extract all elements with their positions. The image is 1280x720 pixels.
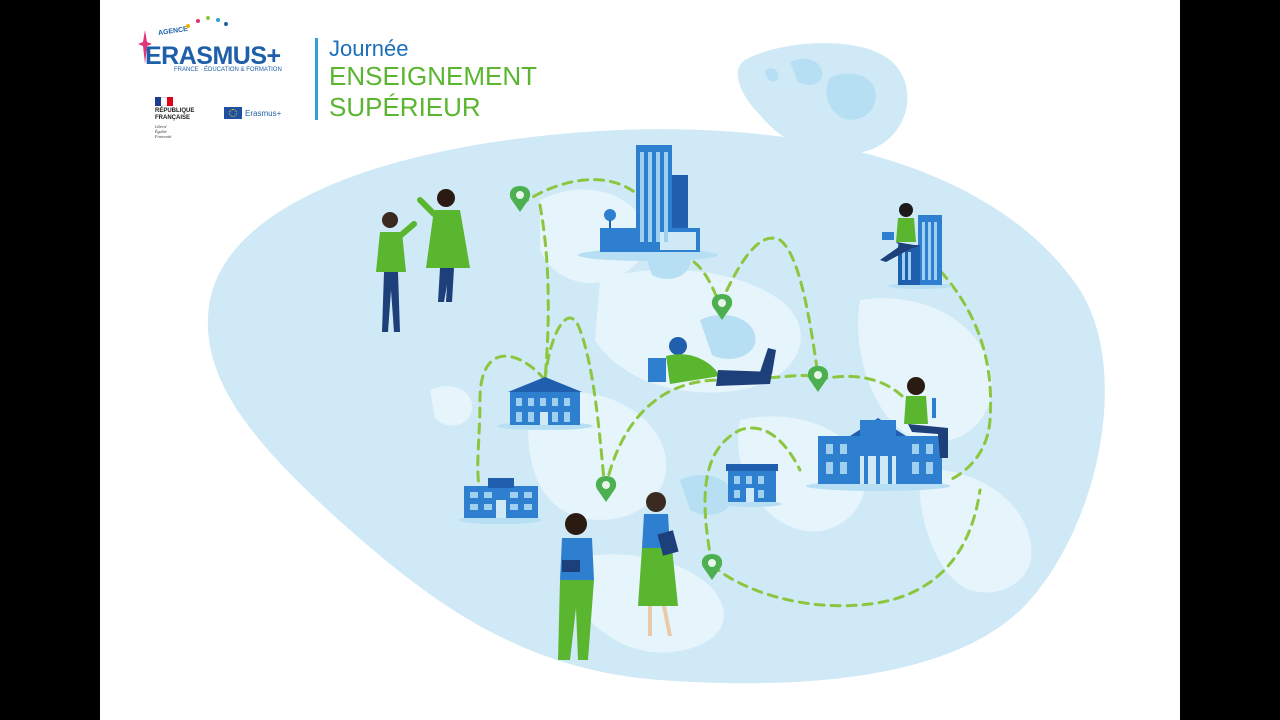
title-divider — [315, 38, 318, 120]
eu-erasmus-logo: Erasmus+ — [224, 107, 281, 119]
people — [376, 189, 948, 660]
tower-building — [578, 145, 718, 261]
small-building-center — [722, 464, 782, 507]
office-building-bottom-left — [458, 478, 542, 524]
small-globe-blob — [737, 43, 908, 155]
person-lying-reading — [648, 337, 776, 386]
person-man-looking — [376, 212, 417, 332]
title-journee: Journée — [329, 36, 409, 61]
erasmus-subline: FRANCE · ÉDUCATION & FORMATION — [174, 67, 282, 73]
buildings — [458, 145, 952, 524]
person-woman-pointing — [417, 189, 470, 302]
erasmus-star-icon — [138, 30, 152, 64]
classical-building-left — [497, 377, 593, 430]
palace-building-right — [806, 418, 950, 491]
person-sitting-laptop-right — [904, 377, 948, 458]
small-globe-land — [765, 58, 876, 120]
republique-motto: Liberté Égalité Fraternité — [155, 124, 172, 139]
republique-name: RÉPUBLIQUE FRANÇAISE — [155, 108, 195, 121]
location-pins — [509, 186, 829, 580]
person-woman-tablet — [638, 492, 679, 636]
eu-flag-icon — [224, 107, 242, 119]
twin-towers-right — [888, 215, 952, 289]
person-woman-documents — [558, 513, 594, 660]
europe-mobility-illustration — [207, 43, 1105, 684]
title-superieur: SUPÉRIEUR — [329, 92, 481, 122]
letterbox-right — [1180, 0, 1280, 720]
erasmus-logo-text: ERASMUS+ — [145, 42, 281, 70]
eu-erasmus-label: Erasmus+ — [245, 108, 282, 118]
letterbox-left — [0, 0, 100, 720]
slide-canvas: AGENCE ERASMUS+ FRANCE · ÉDUCATION & FOR… — [100, 0, 1180, 720]
french-flag-icon — [155, 97, 173, 106]
person-sitting-laptop-top — [880, 203, 920, 262]
republique-francaise-logo: RÉPUBLIQUE FRANÇAISE Liberté Égalité Fra… — [155, 97, 195, 139]
stars-decoration-icon — [186, 16, 228, 28]
title-enseignement: ENSEIGNEMENT — [329, 61, 538, 91]
